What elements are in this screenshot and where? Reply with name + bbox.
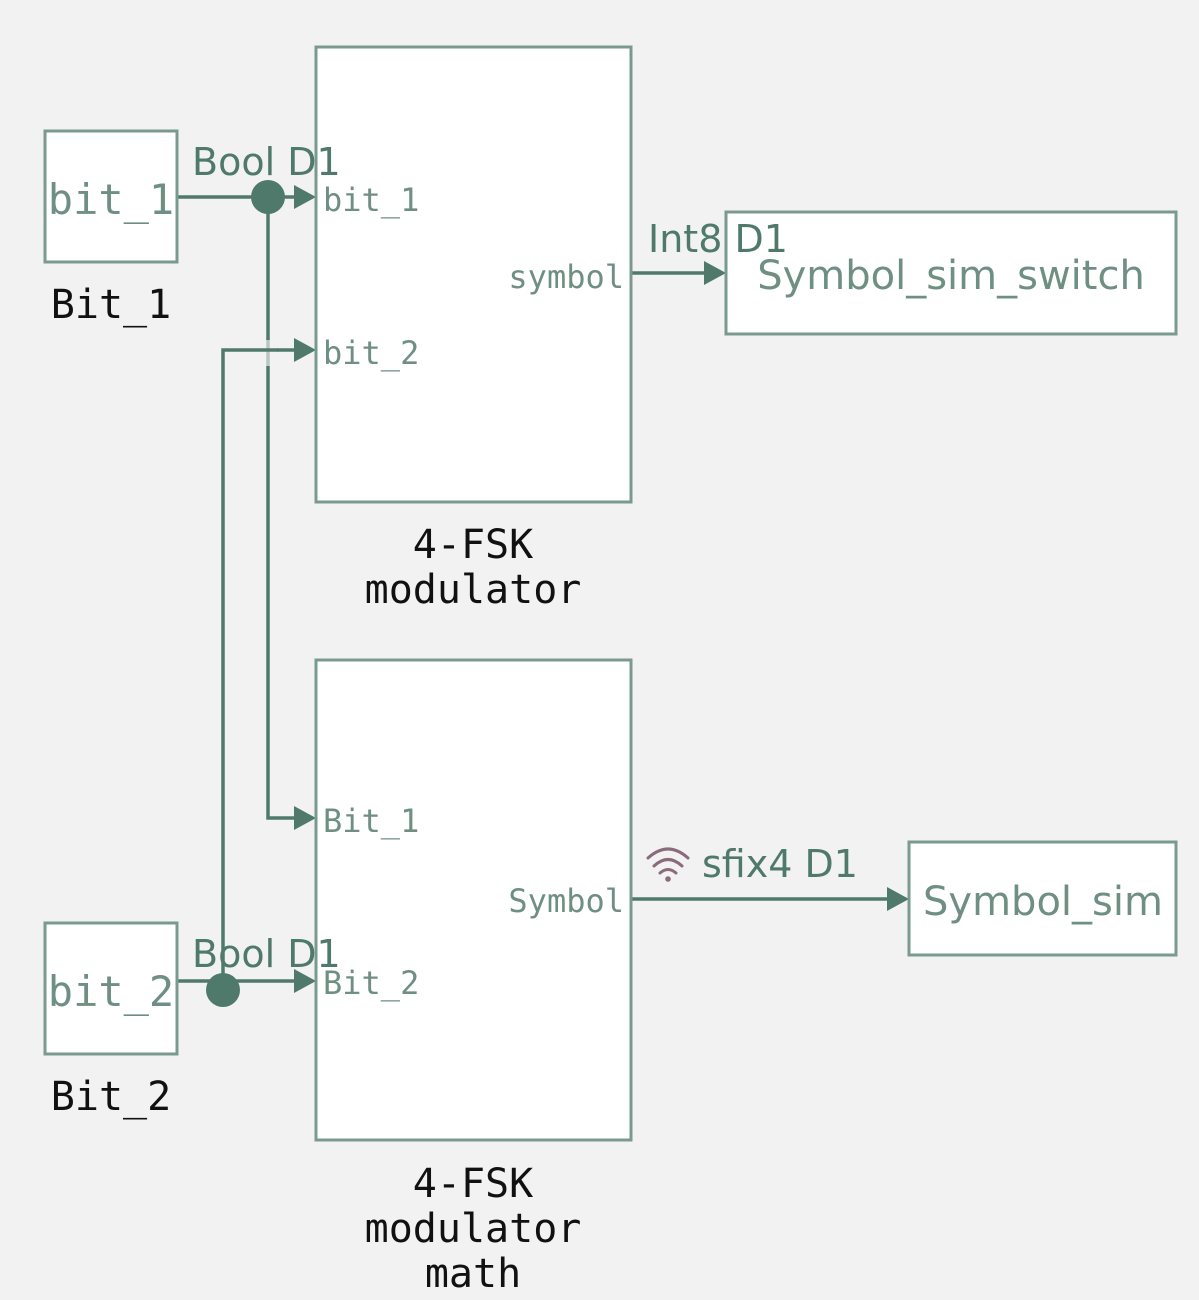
block-fsk-modulator[interactable]: bit_1 bit_2 symbol	[314, 45, 633, 504]
branch-point-bit1	[251, 180, 285, 214]
block-symbol-sim[interactable]: Symbol_sim	[907, 840, 1178, 957]
wire-bit1-to-math[interactable]	[266, 197, 297, 820]
bit1-source-inner-label: bit_1	[48, 175, 174, 224]
arrow-math-bit1-in	[294, 806, 316, 830]
modulator-port-bit2: bit_2	[323, 334, 419, 372]
signal-label-bit1: Bool D1	[192, 140, 341, 184]
arrow-switch-in	[704, 261, 726, 285]
math-name-line-2: modulator	[365, 1206, 582, 1252]
math-name-line-1: 4-FSK	[413, 1161, 533, 1207]
signal-label-math-out: sfix4 D1	[702, 842, 858, 886]
block-bit2-source[interactable]: bit_2	[43, 921, 179, 1056]
wire-bit2-to-modulator[interactable]	[221, 348, 297, 990]
wire-crossing-gap	[259, 340, 277, 366]
math-port-bit1: Bit_1	[323, 802, 419, 840]
symbol-sim-switch-label: Symbol_sim_switch	[757, 253, 1145, 299]
modulator-port-symbol: symbol	[508, 258, 624, 296]
modulator-name-line-2: modulator	[365, 567, 582, 613]
modulator-name-line-1: 4-FSK	[413, 522, 533, 568]
bit2-source-inner-label: bit_2	[48, 967, 174, 1016]
block-symbol-sim-switch[interactable]: Symbol_sim_switch	[724, 210, 1178, 336]
wifi-icon	[646, 847, 690, 882]
math-name-line-3: math	[425, 1251, 521, 1297]
block-fsk-modulator-math[interactable]: Bit_1 Bit_2 Symbol	[314, 658, 633, 1142]
bit1-source-name: Bit_1	[51, 282, 171, 328]
arrow-modulator-bit2-in	[294, 338, 316, 362]
signal-label-bit2: Bool D1	[192, 932, 341, 976]
arrow-math-bit2-in	[294, 969, 316, 993]
arrow-sim-in	[887, 887, 909, 911]
math-port-symbol: Symbol	[508, 882, 624, 920]
symbol-sim-label: Symbol_sim	[923, 879, 1163, 925]
branch-point-bit2	[206, 973, 240, 1007]
block-bit1-source[interactable]: bit_1	[43, 129, 179, 264]
bit2-source-name: Bit_2	[51, 1074, 171, 1120]
math-port-bit2: Bit_2	[323, 964, 419, 1002]
arrow-modulator-bit1-in	[294, 185, 316, 209]
signal-label-modulator-out: Int8 D1	[648, 217, 788, 261]
modulator-port-bit1: bit_1	[323, 181, 419, 219]
